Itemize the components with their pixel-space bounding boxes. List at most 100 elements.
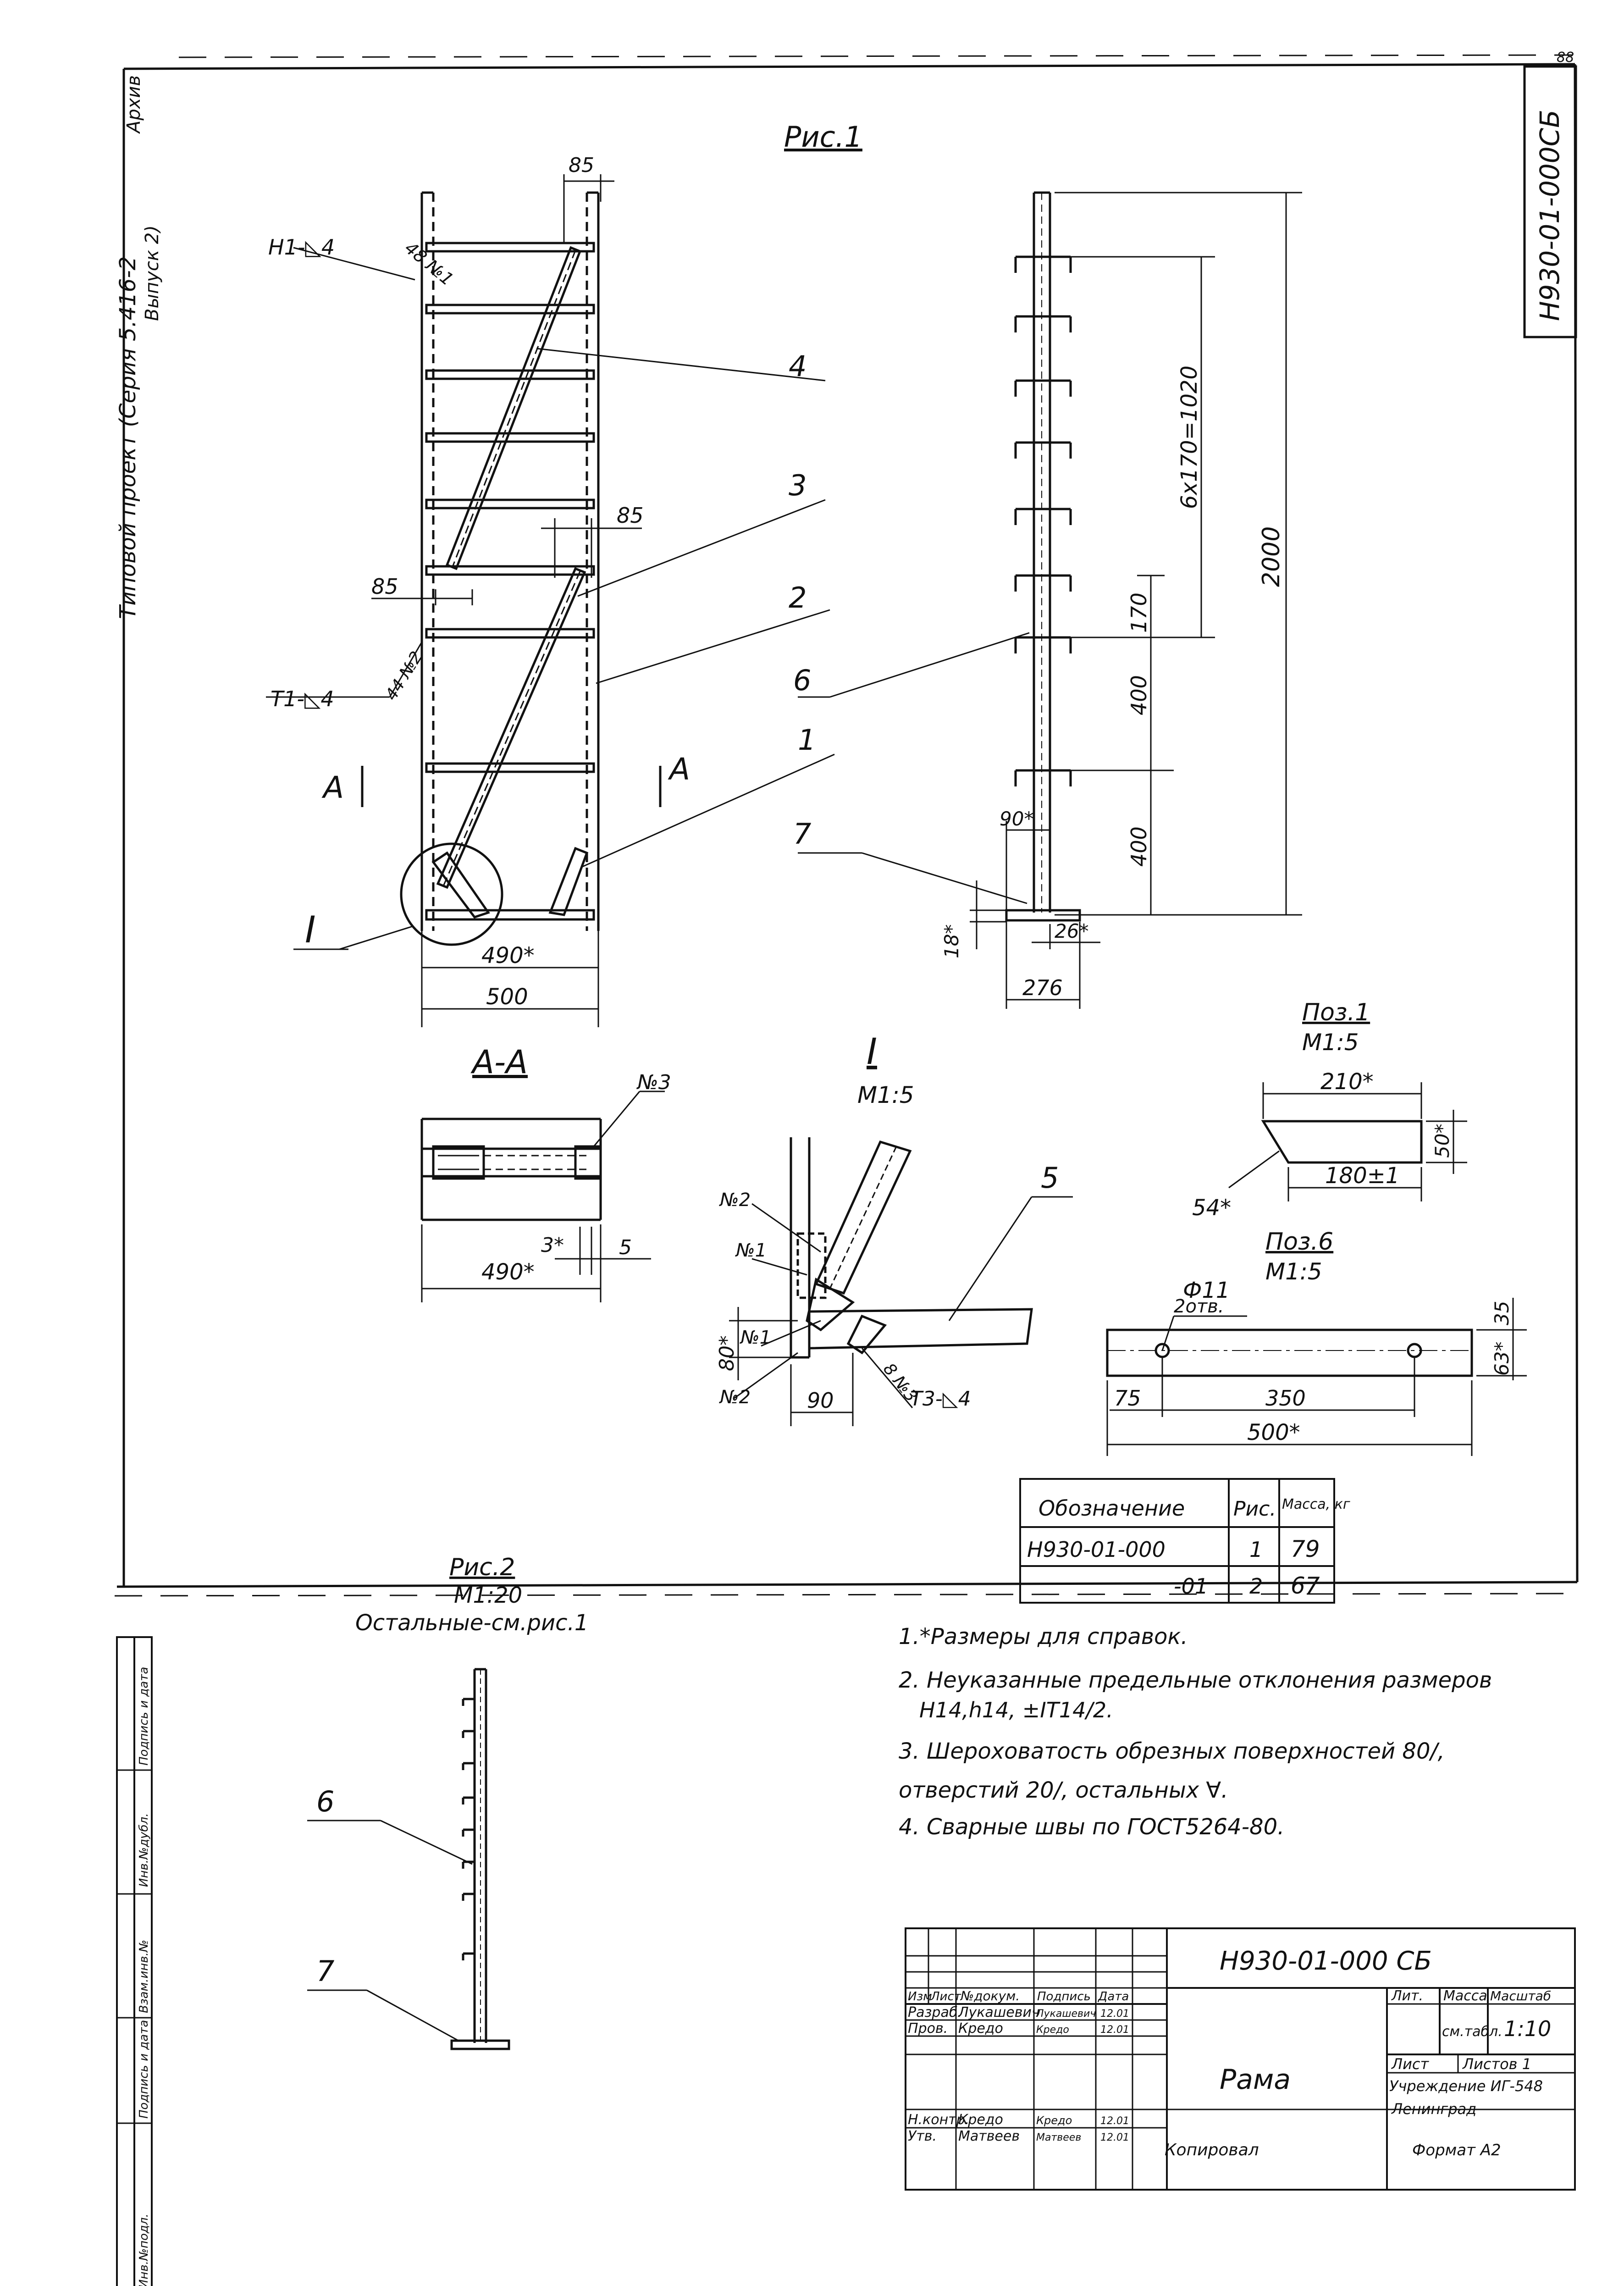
pos-4-label: 4 xyxy=(789,349,806,383)
detail-I-scale: М1:5 xyxy=(857,1082,914,1108)
dim-pitch: 6х170=1020 xyxy=(1177,365,1202,509)
poz6-hole-left xyxy=(1154,1343,1170,1358)
section-aa-dim-490: 490* xyxy=(481,1259,535,1285)
tb-row3-name: Кредо xyxy=(958,2112,1003,2128)
section-aa-dim-3: 3* xyxy=(541,1234,564,1257)
detail-I-weld: Т3-◺4 xyxy=(910,1387,971,1411)
section-aa-dim-5: 5 xyxy=(619,1236,632,1259)
fig1-front-labels: Н1-◺4 48 №1 85 85 85 Т1-◺4 44 №2 4 3 2 1… xyxy=(268,154,816,1010)
rungs xyxy=(425,242,595,921)
pos-6-label: 6 xyxy=(793,664,811,697)
pos-2-label: 2 xyxy=(789,581,806,614)
poz6-hole-count: 2отв. xyxy=(1174,1296,1224,1317)
title-block xyxy=(905,1927,1576,2191)
poz1-scale: М1:5 xyxy=(1302,1029,1359,1056)
stamp-cell-3: Взам.инв.№ xyxy=(137,1940,151,2013)
tb-row4-role: Утв. xyxy=(908,2128,937,2144)
tb-org-1: Учреждение ИГ-548 xyxy=(1389,2077,1543,2095)
poz6-dim-75: 75 xyxy=(1114,1386,1141,1411)
dim-400-lower: 400 xyxy=(1127,826,1151,867)
poz6-hole: Ф11 xyxy=(1183,1278,1230,1303)
poz6-dim-500: 500* xyxy=(1247,1420,1300,1445)
fig1-side-labels: 6х170=1020 170 400 400 2000 90* 18* 26* … xyxy=(793,365,1285,1000)
section-aa-title: А-А xyxy=(470,1043,528,1081)
spec-row2-designation: -01 xyxy=(1174,1574,1208,1599)
poz1-dim-180: 180±1 xyxy=(1325,1163,1399,1189)
dim-276: 276 xyxy=(1022,975,1063,1000)
poz1-view xyxy=(1228,1082,1467,1201)
dim-400-upper: 400 xyxy=(1127,675,1151,715)
dim-2000: 2000 xyxy=(1258,526,1285,587)
foot-bracket-left xyxy=(431,851,490,919)
tb-row3-role: Н.контр. xyxy=(908,2112,969,2128)
left-stamp: Подпись и дата Инв.№дубл. Взам.инв.№ Под… xyxy=(116,1636,153,2286)
doc-code-box: Н930-01-000СБ xyxy=(1523,65,1577,338)
note-1: 1.*Размеры для справок. xyxy=(899,1624,1188,1649)
archive-mark: Архив xyxy=(123,75,144,134)
tb-row4-name: Матвеев xyxy=(958,2128,1020,2144)
tb-mass-value: см.табл. xyxy=(1442,2024,1502,2040)
poz1-dim-50: 50* xyxy=(1431,1124,1453,1158)
pos-1-label: 1 xyxy=(798,723,816,757)
spec-header-mass: Масса, кг xyxy=(1282,1496,1350,1512)
section-mark-left: А xyxy=(321,770,344,805)
dim-18: 18* xyxy=(940,924,963,958)
spec-row1-designation: Н930-01-000 xyxy=(1027,1537,1166,1562)
diagonal-brace-upper xyxy=(445,246,582,570)
poz6-view xyxy=(1106,1298,1527,1456)
weld-top-label: Н1-◺4 xyxy=(268,235,335,260)
dim-26: 26* xyxy=(1055,920,1088,942)
detail-I-view xyxy=(729,1137,1073,1426)
tb-row2-role: Пров. xyxy=(908,2020,948,2037)
project-note-line-1: Типовой проект (Серия 5.416-2 xyxy=(115,256,141,619)
fig2-pos-6: 6 xyxy=(316,1785,334,1818)
fig2-side-view xyxy=(307,1668,510,2050)
diagonal-brace-lower xyxy=(436,567,586,889)
stamp-cell-1: Инв.№подл. xyxy=(137,2214,151,2286)
spec-header-designation: Обозначение xyxy=(1038,1496,1185,1521)
poz6-dim-35: 35 xyxy=(1491,1301,1513,1325)
poz6-title: Поз.6 xyxy=(1265,1228,1333,1256)
tb-row2-name: Кредо xyxy=(958,2020,1003,2037)
section-aa-ref: №3 xyxy=(636,1071,671,1094)
poz1-dim-54: 54* xyxy=(1192,1195,1231,1221)
fig2-base-plate xyxy=(450,2039,510,2050)
tb-row4-date: 12.01 xyxy=(1100,2132,1129,2143)
fig2-title: Рис.2 xyxy=(449,1554,515,1581)
fig1-front-view xyxy=(293,191,600,950)
tb-row2-sign: Кредо xyxy=(1036,2024,1069,2036)
dim-170: 170 xyxy=(1127,592,1151,633)
stamp-cell-4: Инв.№дубл. xyxy=(137,1813,151,1887)
spec-row2-fig: 2 xyxy=(1249,1574,1263,1599)
detail-I-n2-top: №2 xyxy=(719,1190,751,1211)
notes: 1.*Размеры для справок. 2. Неуказанные п… xyxy=(899,1624,1492,1840)
weld-bottom-label: Т1-◺4 xyxy=(271,686,334,711)
stamp-cell-2: Подпись и дата xyxy=(137,2020,151,2119)
tb-scale-label: Масштаб xyxy=(1490,1988,1551,2004)
detail-I-dim-80: 80* xyxy=(715,1335,739,1371)
tb-row1-role: Разраб. xyxy=(908,2004,962,2020)
tb-col-izm: Изм xyxy=(908,1990,932,2004)
detail-I-n2-bottom: №2 xyxy=(719,1387,751,1408)
sheet-corner-number: 88 xyxy=(1557,50,1574,66)
tb-org-2: Ленинград xyxy=(1391,2100,1476,2118)
poz6-scale: М1:5 xyxy=(1265,1258,1322,1285)
dim-85-mid-left: 85 xyxy=(371,574,398,599)
poz1-dim-210: 210* xyxy=(1320,1069,1374,1095)
tb-designation: Н930-01-000 СБ xyxy=(1220,1946,1432,1976)
sheet-outer-trim xyxy=(114,54,1580,1597)
sheet-frame xyxy=(116,63,1579,1588)
side-rung-stubs xyxy=(1014,255,1072,786)
fig1-side-dims xyxy=(798,192,1302,1009)
doc-code-text: Н930-01-000СБ xyxy=(1534,110,1565,321)
weld-bottom-ref: 44 №2 xyxy=(382,648,426,703)
tb-sheet-label: Лист xyxy=(1391,2055,1429,2073)
dim-90-side: 90* xyxy=(1000,808,1033,830)
tb-row3-sign: Кредо xyxy=(1036,2114,1072,2127)
tb-mass-label: Масса xyxy=(1443,1988,1487,2004)
fig1-title: Рис.1 xyxy=(784,120,862,154)
fig2-scale: М1:20 xyxy=(454,1583,522,1608)
note-2a: 2. Неуказанные предельные отклонения раз… xyxy=(899,1667,1492,1693)
weld-top-ref: 48 №1 xyxy=(401,238,457,290)
